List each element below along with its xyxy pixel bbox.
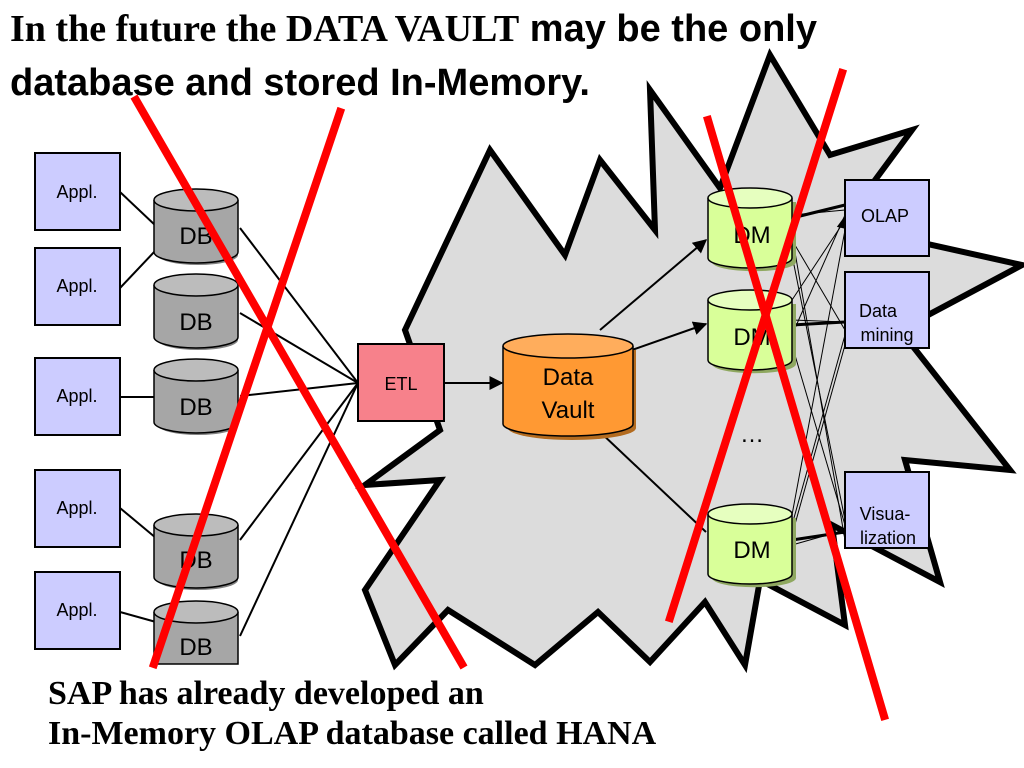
database-label: DB bbox=[179, 634, 212, 661]
application-label: Appl. bbox=[56, 276, 97, 296]
database-label: DB bbox=[179, 394, 212, 421]
data-mart-cylinder: DM bbox=[707, 503, 796, 588]
data-mining-box: Data mining bbox=[844, 271, 930, 349]
app-db-connectors bbox=[119, 191, 157, 623]
visualization-label-line2: lization bbox=[860, 528, 916, 548]
application-label: Appl. bbox=[56, 386, 97, 406]
application-box: Appl. bbox=[34, 247, 121, 326]
olap-box: OLAP bbox=[844, 179, 930, 257]
title-sans-part: may be the only bbox=[519, 8, 817, 50]
db-etl-connectors bbox=[239, 227, 359, 637]
database-label: DB bbox=[179, 309, 212, 336]
data-mining-label-line1: Data bbox=[859, 301, 898, 321]
data-mining-label-line2: mining bbox=[860, 325, 913, 345]
flow-arrows bbox=[444, 239, 708, 533]
visualization-box: Visua- lization bbox=[844, 471, 930, 549]
application-label: Appl. bbox=[56, 498, 97, 518]
caption-line-1: SAP has already developed an bbox=[48, 675, 484, 712]
vault-label-line2: Vault bbox=[542, 397, 595, 424]
application-box: Appl. bbox=[34, 357, 121, 436]
title-line-2: database and stored In-Memory. bbox=[10, 62, 590, 104]
ellipsis: … bbox=[740, 421, 764, 448]
application-box: Appl. bbox=[34, 469, 121, 548]
application-box: Appl. bbox=[34, 571, 121, 650]
application-label: Appl. bbox=[56, 182, 97, 202]
visualization-label-line1: Visua- bbox=[860, 504, 911, 524]
dm-consumer-mesh bbox=[791, 209, 846, 546]
cross-out-right bbox=[664, 67, 889, 721]
caption-line-2: In-Memory OLAP database called HANA bbox=[48, 715, 657, 752]
database-cylinder: DB bbox=[153, 358, 239, 435]
vault-label-line1: Data bbox=[543, 364, 594, 391]
explosion-burst bbox=[354, 48, 1024, 674]
olap-label: OLAP bbox=[861, 206, 909, 226]
data-mart-cylinder: DM bbox=[707, 187, 796, 272]
application-box: Appl. bbox=[34, 152, 121, 231]
cross-out-left bbox=[130, 94, 468, 670]
database-cylinder: DB bbox=[153, 513, 239, 590]
data-vault-cylinder: Data Vault bbox=[502, 333, 636, 440]
title-serif-part: In the future the DATA VAULT bbox=[10, 8, 520, 50]
title-line-1: In the future the DATA VAULT may be the … bbox=[10, 6, 817, 52]
etl-box: ETL bbox=[357, 343, 445, 422]
data-mart-label: DM bbox=[733, 537, 770, 564]
caption: SAP has already developed an In-Memory O… bbox=[48, 674, 656, 754]
etl-label: ETL bbox=[384, 374, 417, 394]
application-label: Appl. bbox=[56, 600, 97, 620]
database-cylinder: DB bbox=[153, 273, 239, 350]
